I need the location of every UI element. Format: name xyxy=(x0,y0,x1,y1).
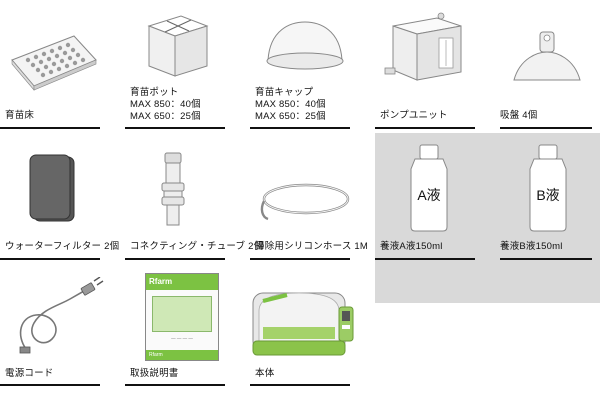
body-label: 本体 xyxy=(255,368,275,379)
divider-line xyxy=(500,258,592,260)
nutrient-a-label: 養液A液150ml xyxy=(380,241,443,252)
item-filter: ウォーターフィルター 2個 xyxy=(0,133,125,263)
divider-line xyxy=(125,258,225,260)
divider-line xyxy=(0,127,100,129)
filter-label: ウォーターフィルター 2個 xyxy=(5,241,120,252)
item-nutrient-b: B液 養液B液150ml xyxy=(500,133,600,263)
power-cord-icon xyxy=(12,277,108,357)
divider-line xyxy=(500,127,592,129)
divider-line xyxy=(125,384,225,386)
seedbed-label: 育苗床 xyxy=(5,110,35,121)
pump-label: ポンプユニット xyxy=(380,110,448,121)
item-suction: 吸盤 4個 xyxy=(500,0,600,133)
cord-label: 電源コード xyxy=(5,368,54,379)
bottle-a-icon: A液 xyxy=(403,143,455,233)
seedcap-dome-icon xyxy=(260,16,350,76)
suction-cup-icon xyxy=(510,24,586,86)
item-nutrient-a: A液 養液A液150ml xyxy=(375,133,500,263)
divider-line xyxy=(250,384,350,386)
seedpot-max650: MAX 650：25個 xyxy=(130,111,201,122)
suction-label: 吸盤 4個 xyxy=(500,110,538,121)
divider-line xyxy=(375,258,475,260)
divider-line xyxy=(250,258,350,260)
divider-line xyxy=(125,127,225,129)
item-hose: 掃除用シリコンホース 1M xyxy=(250,133,375,263)
bottle-b-icon: B液 xyxy=(522,143,574,233)
divider-line xyxy=(250,127,350,129)
item-pump: ポンプユニット xyxy=(375,0,500,133)
manual-label: 取扱説明書 xyxy=(130,368,179,379)
item-seedcap: 育苗キャップ MAX 850：40個 MAX 650：25個 xyxy=(250,0,375,133)
seedcap-max850: MAX 850：40個 xyxy=(255,99,326,110)
item-connect: コネクティング・チューブ 2個 xyxy=(125,133,263,263)
divider-line xyxy=(0,384,100,386)
hose-label: 掃除用シリコンホース 1M xyxy=(255,241,368,252)
divider-line xyxy=(375,127,475,129)
connecting-tube-icon xyxy=(155,151,191,229)
water-filter-icon xyxy=(28,153,78,225)
bottle-b-text: B液 xyxy=(536,187,560,203)
seedpot-label: 育苗ポット xyxy=(130,87,179,98)
main-unit-icon xyxy=(247,283,359,363)
nutrient-b-label: 養液B液150ml xyxy=(500,241,563,252)
silicone-hose-icon xyxy=(256,177,352,223)
item-cord: 電源コード xyxy=(0,263,125,400)
bottle-a-text: A液 xyxy=(417,187,441,203)
item-seedbed: 育苗床 xyxy=(0,0,125,133)
seedbed-tray-icon xyxy=(8,30,100,92)
item-manual: Rfarm — — — — Rfarm 取扱説明書 xyxy=(125,263,250,400)
seedpot-cube-icon xyxy=(143,12,213,80)
divider-line xyxy=(0,258,100,260)
manual-booklet-icon: Rfarm — — — — Rfarm xyxy=(145,273,219,361)
item-body: 本体 xyxy=(245,263,375,400)
item-seedpot: 育苗ポット MAX 850：40個 MAX 650：25個 xyxy=(125,0,250,133)
connect-label: コネクティング・チューブ 2個 xyxy=(130,241,264,252)
seedcap-max650: MAX 650：25個 xyxy=(255,111,326,122)
pump-unit-icon xyxy=(381,10,471,90)
seedcap-label: 育苗キャップ xyxy=(255,87,314,98)
seedpot-max850: MAX 850：40個 xyxy=(130,99,201,110)
